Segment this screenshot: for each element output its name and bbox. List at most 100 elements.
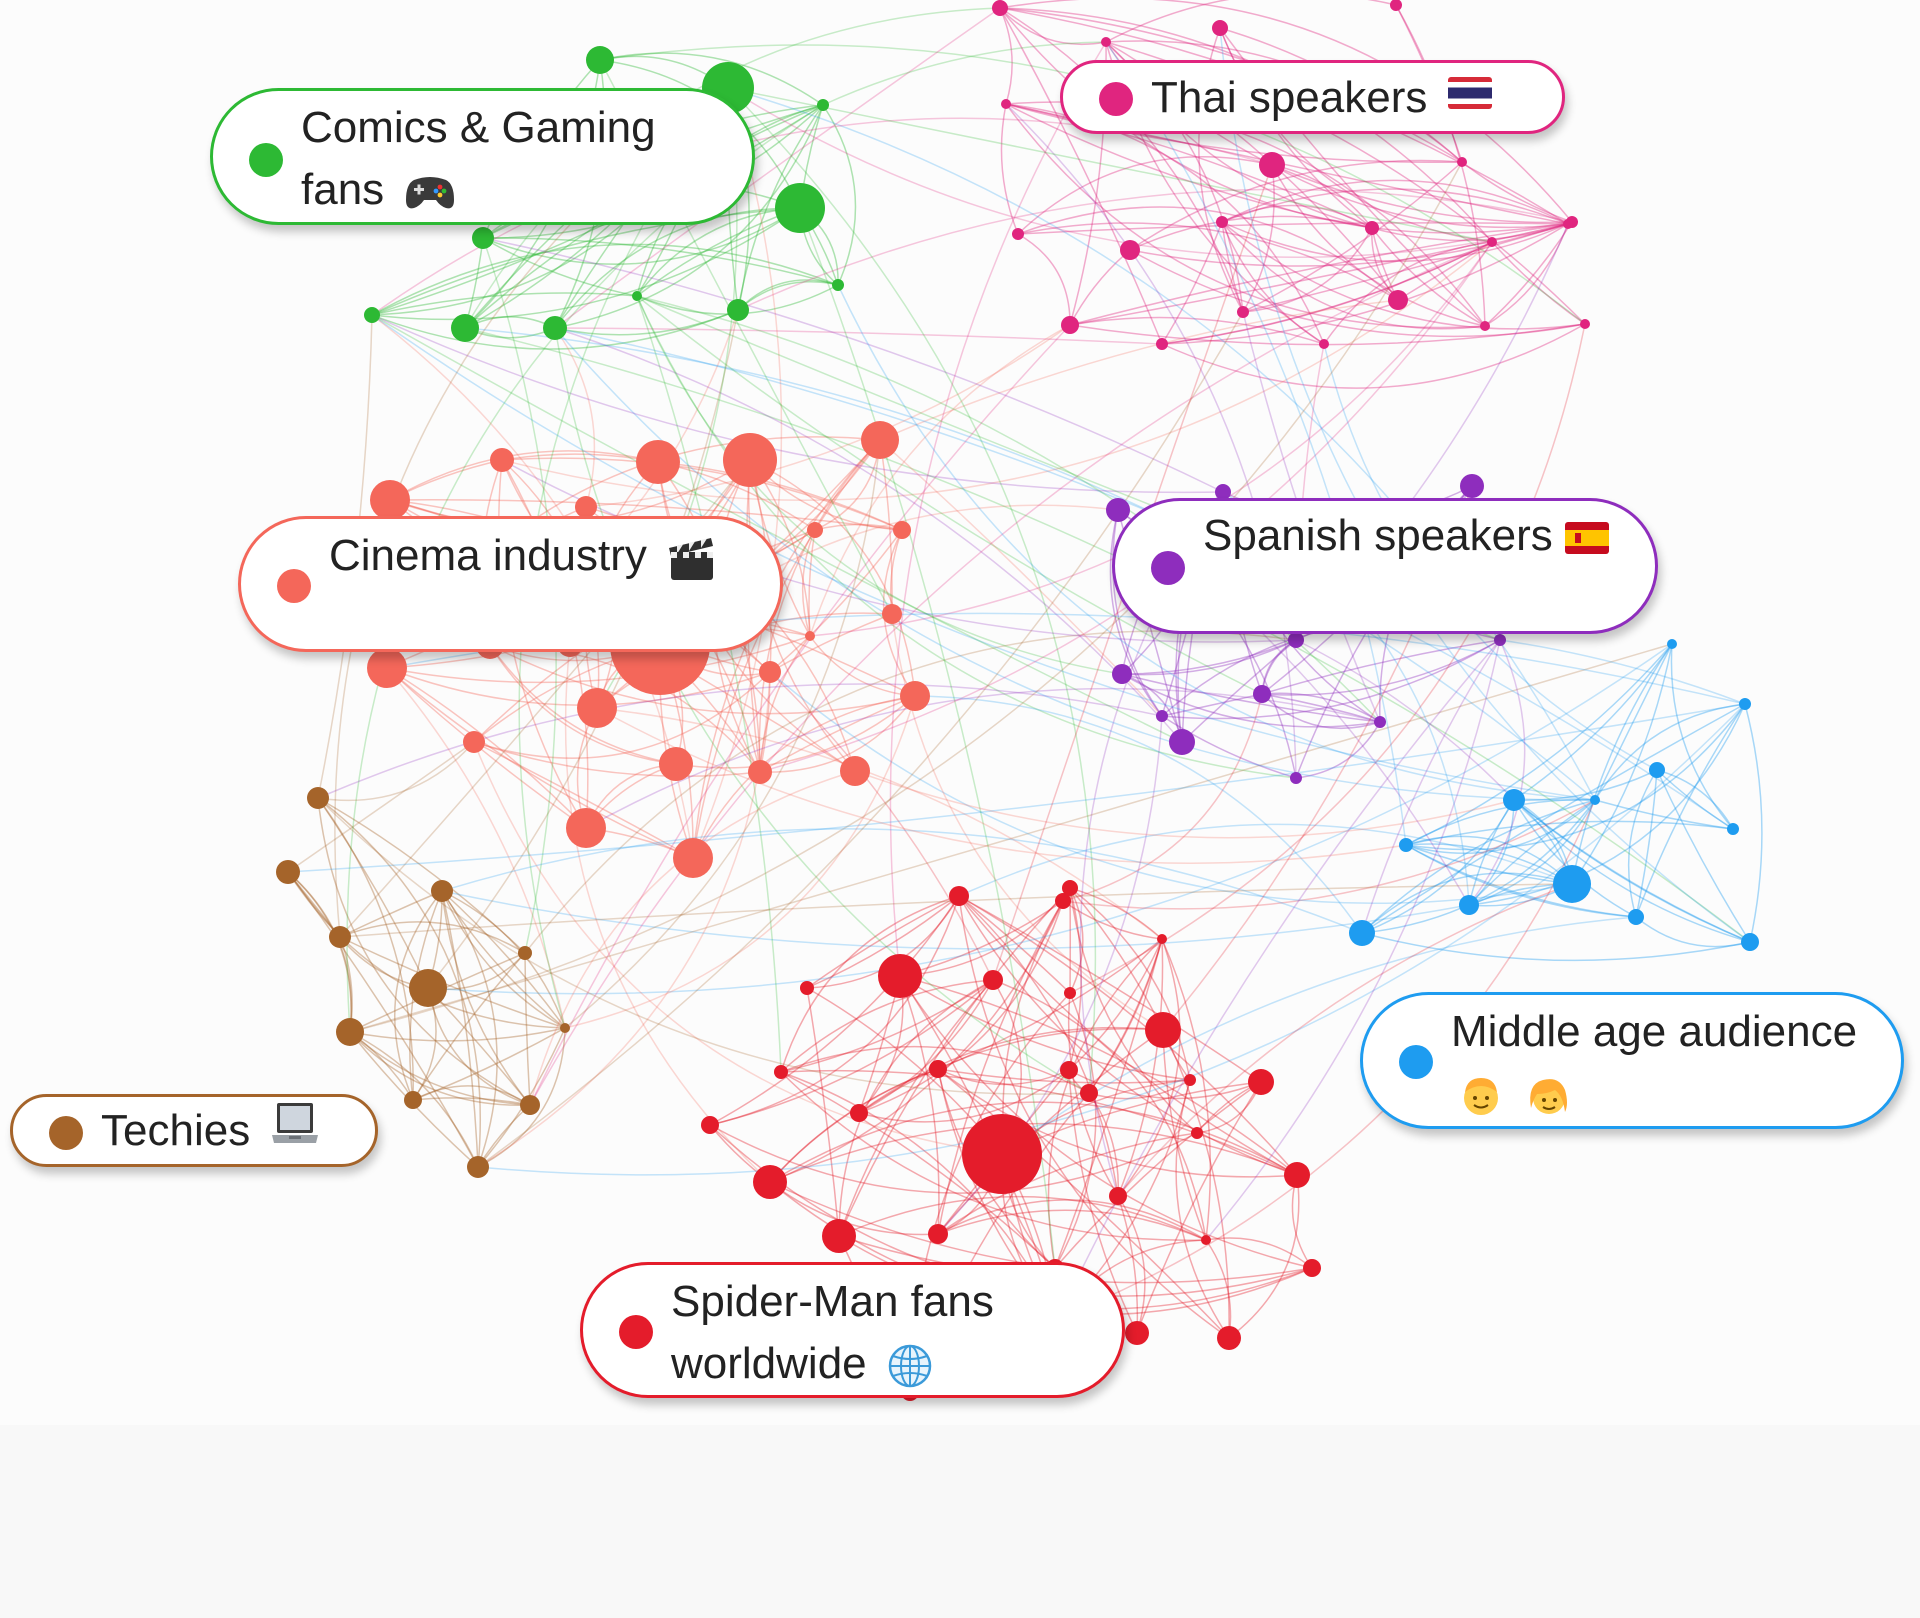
graph-node-spiderman[interactable] xyxy=(701,1116,719,1134)
graph-node-middle[interactable] xyxy=(1727,823,1739,835)
graph-node-spanish[interactable] xyxy=(1156,710,1168,722)
graph-node-spanish[interactable] xyxy=(1374,716,1386,728)
graph-node-cinema[interactable] xyxy=(463,731,485,753)
graph-node-techies[interactable] xyxy=(431,880,453,902)
graph-node-spiderman[interactable] xyxy=(1055,893,1071,909)
graph-node-spiderman[interactable] xyxy=(1217,1326,1241,1350)
graph-node-cinema[interactable] xyxy=(577,688,617,728)
graph-node-spiderman[interactable] xyxy=(800,981,814,995)
graph-node-spiderman[interactable] xyxy=(1248,1069,1274,1095)
graph-node-middle[interactable] xyxy=(1667,639,1677,649)
graph-node-spiderman[interactable] xyxy=(878,954,922,998)
graph-node-cinema[interactable] xyxy=(566,808,606,848)
graph-node-comics[interactable] xyxy=(632,291,642,301)
graph-node-comics[interactable] xyxy=(472,227,494,249)
graph-node-comics[interactable] xyxy=(775,183,825,233)
graph-node-cinema[interactable] xyxy=(673,838,713,878)
graph-node-thai[interactable] xyxy=(1237,306,1249,318)
graph-node-cinema[interactable] xyxy=(490,448,514,472)
graph-node-spiderman[interactable] xyxy=(1184,1074,1196,1086)
graph-node-comics[interactable] xyxy=(817,99,829,111)
graph-node-spiderman[interactable] xyxy=(928,1224,948,1244)
community-label-spider-man-fans[interactable]: Spider-Man fans worldwide xyxy=(580,1262,1125,1398)
graph-node-spiderman[interactable] xyxy=(1145,1012,1181,1048)
graph-node-spiderman[interactable] xyxy=(850,1104,868,1122)
graph-node-spiderman[interactable] xyxy=(1064,987,1076,999)
graph-node-spanish[interactable] xyxy=(1494,634,1506,646)
community-label-spanish-speakers[interactable]: Spanish speakers xyxy=(1112,498,1658,634)
graph-node-spanish[interactable] xyxy=(1112,664,1132,684)
graph-node-thai[interactable] xyxy=(1101,37,1111,47)
graph-node-spiderman[interactable] xyxy=(962,1114,1042,1194)
graph-node-techies[interactable] xyxy=(409,969,447,1007)
graph-node-thai[interactable] xyxy=(1388,290,1408,310)
graph-node-thai[interactable] xyxy=(1259,152,1285,178)
graph-node-spiderman[interactable] xyxy=(1157,934,1167,944)
graph-node-techies[interactable] xyxy=(520,1095,540,1115)
graph-node-middle[interactable] xyxy=(1649,762,1665,778)
graph-node-cinema[interactable] xyxy=(900,681,930,711)
graph-node-thai[interactable] xyxy=(1563,219,1573,229)
graph-node-techies[interactable] xyxy=(518,946,532,960)
graph-node-spiderman[interactable] xyxy=(1191,1127,1203,1139)
graph-node-cinema[interactable] xyxy=(759,661,781,683)
graph-node-comics[interactable] xyxy=(727,299,749,321)
graph-node-techies[interactable] xyxy=(404,1091,422,1109)
graph-node-thai[interactable] xyxy=(1012,228,1024,240)
graph-node-cinema[interactable] xyxy=(636,440,680,484)
graph-node-cinema[interactable] xyxy=(807,522,823,538)
graph-node-spanish[interactable] xyxy=(1288,632,1304,648)
graph-node-techies[interactable] xyxy=(560,1023,570,1033)
graph-node-middle[interactable] xyxy=(1553,865,1591,903)
graph-node-spiderman[interactable] xyxy=(929,1060,947,1078)
graph-node-techies[interactable] xyxy=(307,787,329,809)
graph-node-middle[interactable] xyxy=(1503,789,1525,811)
graph-node-thai[interactable] xyxy=(1212,20,1228,36)
graph-node-middle[interactable] xyxy=(1741,933,1759,951)
graph-node-spiderman[interactable] xyxy=(1080,1084,1098,1102)
graph-node-cinema[interactable] xyxy=(840,756,870,786)
graph-node-techies[interactable] xyxy=(467,1156,489,1178)
graph-node-cinema[interactable] xyxy=(805,631,815,641)
graph-node-thai[interactable] xyxy=(1580,319,1590,329)
graph-node-middle[interactable] xyxy=(1349,920,1375,946)
graph-node-spanish[interactable] xyxy=(1460,474,1484,498)
graph-node-cinema[interactable] xyxy=(893,521,911,539)
graph-node-thai[interactable] xyxy=(1457,157,1467,167)
graph-node-spiderman[interactable] xyxy=(822,1219,856,1253)
graph-node-spiderman[interactable] xyxy=(1060,1061,1078,1079)
community-label-middle-age-audience[interactable]: Middle age audience xyxy=(1360,992,1904,1129)
graph-node-middle[interactable] xyxy=(1399,838,1413,852)
community-label-comics-gaming[interactable]: Comics & Gaming fans xyxy=(210,88,755,225)
graph-node-thai[interactable] xyxy=(1390,0,1402,11)
graph-node-spanish[interactable] xyxy=(1215,484,1231,500)
graph-node-spiderman[interactable] xyxy=(774,1065,788,1079)
graph-node-cinema[interactable] xyxy=(659,747,693,781)
graph-node-thai[interactable] xyxy=(1001,99,1011,109)
graph-node-spanish[interactable] xyxy=(1253,685,1271,703)
graph-node-cinema[interactable] xyxy=(723,433,777,487)
graph-node-thai[interactable] xyxy=(1487,237,1497,247)
graph-node-thai[interactable] xyxy=(1480,321,1490,331)
graph-node-cinema[interactable] xyxy=(367,648,407,688)
graph-node-thai[interactable] xyxy=(1319,339,1329,349)
graph-node-spiderman[interactable] xyxy=(949,886,969,906)
graph-node-spanish[interactable] xyxy=(1290,772,1302,784)
graph-node-techies[interactable] xyxy=(336,1018,364,1046)
graph-node-spiderman[interactable] xyxy=(1303,1259,1321,1277)
graph-node-comics[interactable] xyxy=(451,314,479,342)
graph-node-middle[interactable] xyxy=(1590,795,1600,805)
graph-node-cinema[interactable] xyxy=(882,604,902,624)
graph-node-cinema[interactable] xyxy=(370,480,410,520)
graph-node-spiderman[interactable] xyxy=(753,1165,787,1199)
graph-node-cinema[interactable] xyxy=(861,421,899,459)
graph-node-cinema[interactable] xyxy=(748,760,772,784)
community-label-techies[interactable]: Techies xyxy=(10,1094,378,1167)
graph-node-comics[interactable] xyxy=(832,279,844,291)
graph-node-spiderman[interactable] xyxy=(983,970,1003,990)
graph-node-middle[interactable] xyxy=(1459,895,1479,915)
graph-node-spiderman[interactable] xyxy=(1284,1162,1310,1188)
graph-node-spiderman[interactable] xyxy=(1062,880,1078,896)
graph-node-spanish[interactable] xyxy=(1106,498,1130,522)
graph-node-thai[interactable] xyxy=(1156,338,1168,350)
